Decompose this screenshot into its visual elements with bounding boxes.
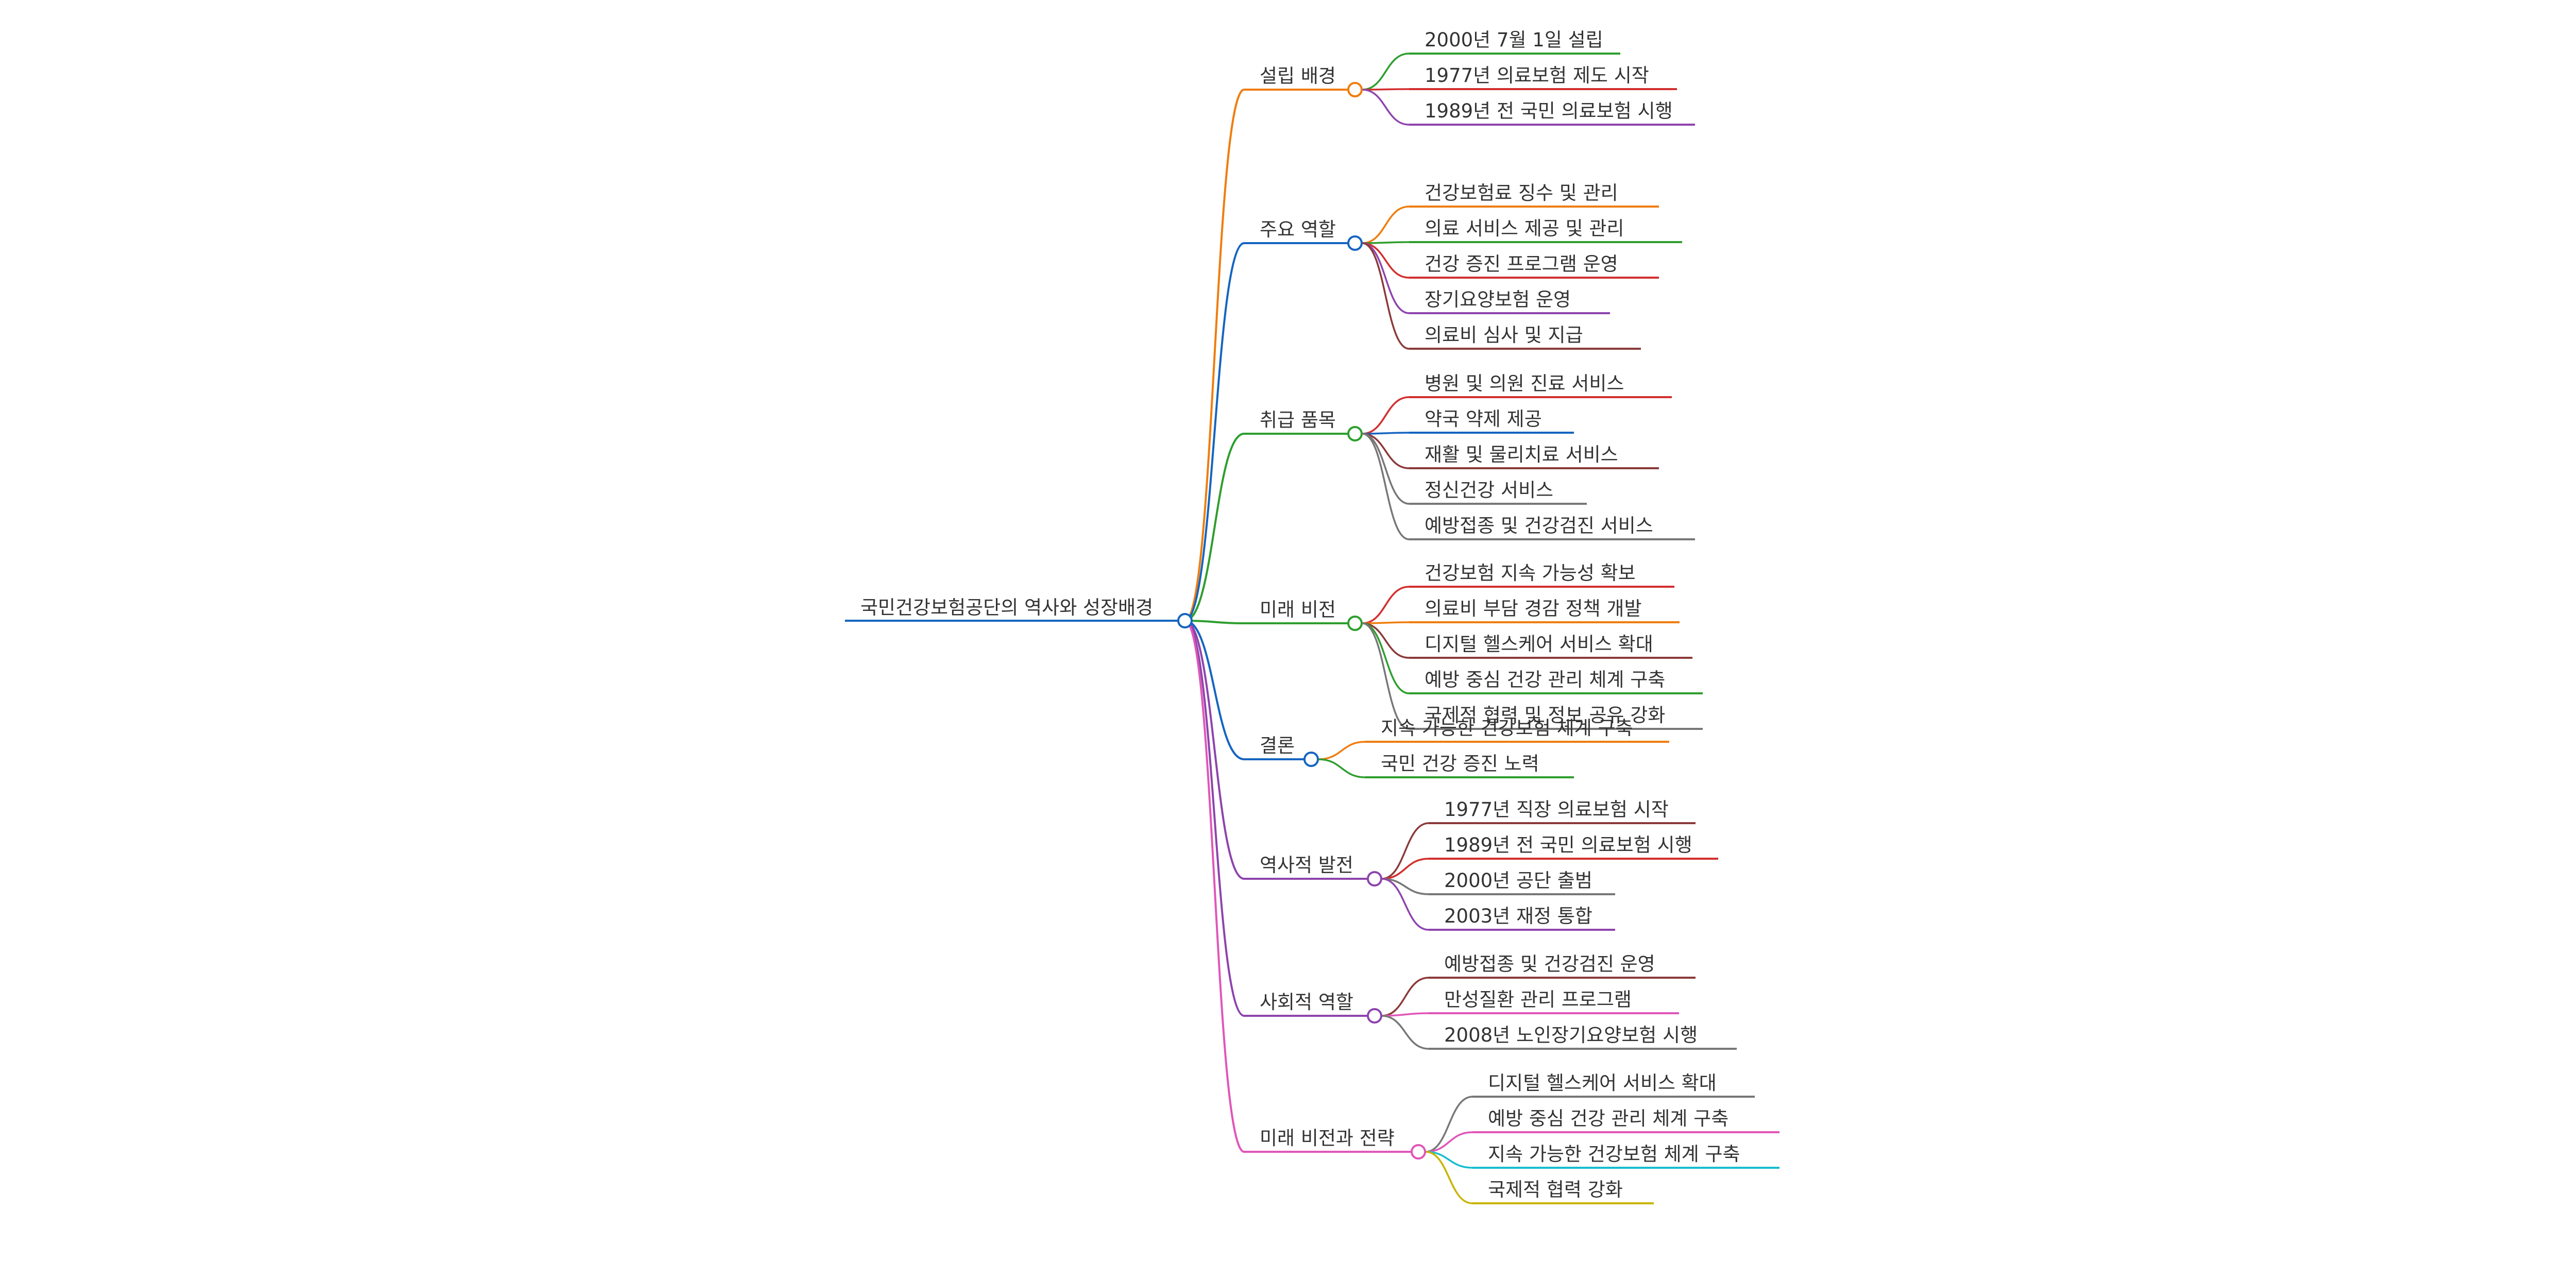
leaf-label: 2000년 7월 1일 설립 (1425, 29, 1603, 51)
leaf-label: 1989년 전 국민 의료보험 시행 (1444, 834, 1692, 856)
leaf-connector (1362, 433, 1410, 540)
leaf-connector (1381, 822, 1429, 880)
leaf-connector (1362, 396, 1410, 435)
leaf-connector (1362, 586, 1410, 624)
branch-connector (1184, 620, 1245, 1017)
leaf-connector (1362, 242, 1410, 279)
collapse-toggle-icon[interactable] (1367, 871, 1382, 887)
leaf-connector (1362, 88, 1410, 91)
leaf-connector (1362, 242, 1410, 350)
leaf-connector (1362, 433, 1410, 469)
leaf-connector (1425, 1151, 1473, 1169)
leaf-label: 예방접종 및 건강검진 운영 (1444, 953, 1655, 975)
leaf-label: 의료비 심사 및 지급 (1425, 324, 1583, 346)
leaf-connector (1362, 242, 1410, 314)
leaf-connector (1362, 622, 1410, 730)
leaf-connector (1362, 433, 1410, 505)
leaf-connector (1318, 758, 1366, 778)
leaf-label: 국민 건강 증진 노력 (1381, 753, 1539, 775)
branch-label: 설립 배경 (1260, 65, 1336, 87)
leaf-connector (1362, 622, 1410, 659)
leaf-label: 국제적 협력 강화 (1488, 1179, 1623, 1201)
branch-label: 미래 비전 (1260, 599, 1336, 621)
branch-connector (1184, 89, 1245, 622)
leaf-label: 2003년 재정 통합 (1444, 905, 1592, 927)
leaf-label: 건강보험 지속 가능성 확보 (1425, 562, 1636, 584)
leaf-label: 장기요양보험 운영 (1425, 288, 1571, 311)
collapse-toggle-icon[interactable] (1347, 235, 1363, 251)
branch-connector (1184, 620, 1245, 1153)
branch-label: 역사적 발전 (1260, 854, 1353, 876)
collapse-toggle-icon[interactable] (1347, 616, 1363, 631)
collapse-toggle-icon[interactable] (1303, 752, 1319, 767)
branch-label: 주요 역할 (1260, 218, 1336, 241)
leaf-connector (1381, 1015, 1429, 1050)
collapse-toggle-icon[interactable] (1347, 426, 1363, 441)
leaf-connector (1425, 1096, 1473, 1153)
collapse-toggle-icon[interactable] (1347, 82, 1363, 97)
leaf-connector (1425, 1151, 1473, 1204)
leaf-label: 만성질환 관리 프로그램 (1444, 989, 1632, 1011)
leaf-connector (1381, 878, 1429, 895)
leaf-label: 의료비 부담 경감 정책 개발 (1425, 598, 1641, 620)
collapse-toggle-icon[interactable] (1177, 613, 1193, 628)
leaf-label: 건강 증진 프로그램 운영 (1425, 253, 1618, 275)
leaf-label: 지속 가능한 건강보험 체계 구축 (1381, 717, 1633, 739)
leaf-label: 1977년 직장 의료보험 시작 (1444, 798, 1669, 821)
leaf-connector (1362, 206, 1410, 244)
leaf-label: 예방 중심 건강 관리 체계 구축 (1425, 669, 1665, 691)
leaf-label: 지속 가능한 건강보험 체계 구축 (1488, 1143, 1740, 1165)
leaf-connector (1318, 741, 1366, 760)
branch-label: 미래 비전과 전략 (1260, 1127, 1395, 1149)
leaf-connector (1362, 89, 1410, 126)
leaf-connector (1362, 53, 1410, 91)
branch-label: 취급 품목 (1260, 409, 1336, 431)
leaf-label: 디지털 헬스케어 서비스 확대 (1488, 1072, 1717, 1094)
leaf-label: 예방접종 및 건강검진 서비스 (1425, 515, 1653, 537)
leaf-connector (1381, 1012, 1429, 1017)
branch-connector (1184, 620, 1245, 880)
leaf-connector (1362, 241, 1410, 244)
leaf-label: 약국 약제 제공 (1425, 408, 1542, 430)
leaf-label: 2000년 공단 출범 (1444, 870, 1592, 892)
branch-connector (1184, 242, 1245, 622)
leaf-connector (1381, 878, 1429, 931)
leaf-label: 1989년 전 국민 의료보험 시행 (1425, 100, 1673, 122)
leaf-connector (1425, 1131, 1473, 1153)
branch-label: 사회적 역할 (1260, 991, 1353, 1013)
leaf-connector (1362, 432, 1410, 435)
branch-connector (1184, 620, 1245, 760)
branch-connector (1184, 620, 1245, 624)
leaf-label: 예방 중심 건강 관리 체계 구축 (1488, 1107, 1728, 1130)
leaf-connector (1381, 977, 1429, 1017)
leaf-label: 1977년 의료보험 제도 시작 (1425, 64, 1649, 87)
leaf-label: 의료 서비스 제공 및 관리 (1425, 217, 1624, 240)
leaf-label: 병원 및 의원 진료 서비스 (1425, 372, 1624, 395)
leaf-label: 정신건강 서비스 (1425, 479, 1553, 501)
leaf-label: 국제적 협력 및 정보 공유 강화 (1425, 704, 1665, 726)
leaf-label: 디지털 헬스케어 서비스 확대 (1425, 633, 1653, 655)
leaf-label: 재활 및 물리치료 서비스 (1425, 444, 1618, 466)
branch-connector (1184, 433, 1245, 622)
leaf-connector (1362, 621, 1410, 624)
collapse-toggle-icon[interactable] (1411, 1144, 1426, 1160)
leaf-label: 2008년 노인장기요양보험 시행 (1444, 1024, 1698, 1046)
leaf-label: 건강보험료 징수 및 관리 (1425, 182, 1618, 204)
branch-label: 결론 (1260, 735, 1295, 757)
leaf-connector (1381, 858, 1429, 880)
leaf-connector (1362, 622, 1410, 694)
root-node-label: 국민건강보험공단의 역사와 성장배경 (860, 597, 1153, 619)
collapse-toggle-icon[interactable] (1367, 1008, 1382, 1024)
